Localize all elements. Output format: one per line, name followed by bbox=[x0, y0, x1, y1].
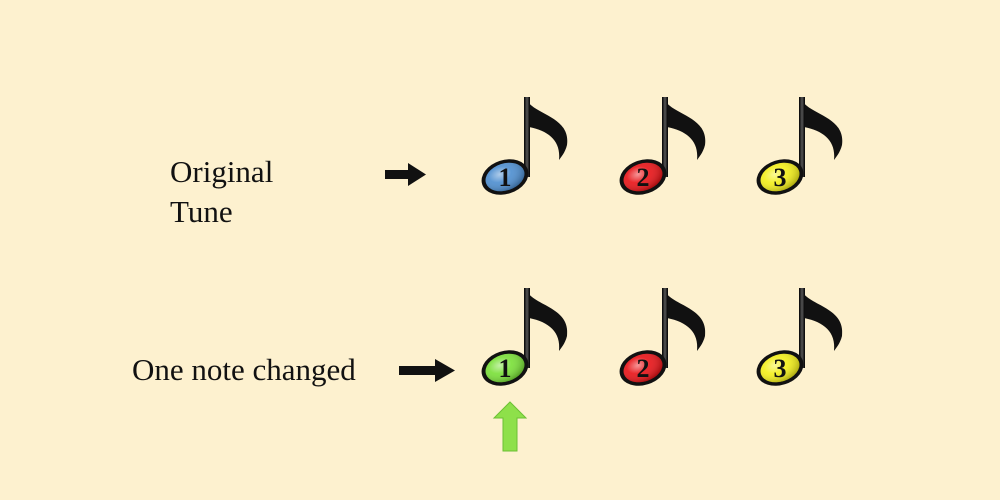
note-stem bbox=[662, 288, 668, 368]
note-changed-1: 1 bbox=[481, 288, 568, 386]
note-flag bbox=[800, 288, 843, 351]
note-flag bbox=[800, 97, 843, 160]
note-stem bbox=[799, 288, 805, 368]
original-tune-label: Original Tune bbox=[170, 152, 273, 232]
note-flag bbox=[525, 97, 568, 160]
note-number: 2 bbox=[637, 354, 650, 383]
up-arrow-icon bbox=[492, 401, 528, 452]
note-flag bbox=[663, 288, 706, 351]
right-arrow-icon bbox=[385, 163, 426, 186]
note-head-shine bbox=[485, 162, 525, 192]
one-note-changed-label-line: One note changed bbox=[132, 352, 356, 387]
note-changed-2: 2 bbox=[619, 288, 706, 386]
note-original-1: 1 bbox=[481, 97, 568, 195]
right-arrow-icon bbox=[399, 359, 455, 382]
notes-layer: 1 2 3 1 2 3 bbox=[481, 97, 843, 386]
note-number: 2 bbox=[637, 163, 650, 192]
note-stem bbox=[524, 288, 530, 368]
note-number: 1 bbox=[499, 354, 512, 383]
note-head-shine bbox=[623, 162, 663, 192]
note-head-shine bbox=[485, 353, 525, 383]
note-original-2: 2 bbox=[619, 97, 706, 195]
note-head-shine bbox=[760, 162, 800, 192]
original-tune-label-line-2: Tune bbox=[170, 194, 233, 229]
note-number: 3 bbox=[774, 354, 787, 383]
note-flag bbox=[525, 288, 568, 351]
note-stem bbox=[662, 97, 668, 177]
one-note-changed-label: One note changed bbox=[132, 350, 356, 390]
note-number: 3 bbox=[774, 163, 787, 192]
note-head-shine bbox=[623, 353, 663, 383]
note-head-shine bbox=[760, 353, 800, 383]
note-number: 1 bbox=[499, 163, 512, 192]
original-tune-label-line-1: Original bbox=[170, 154, 274, 189]
note-stem bbox=[524, 97, 530, 177]
note-flag bbox=[663, 97, 706, 160]
note-stem bbox=[799, 97, 805, 177]
note-changed-3: 3 bbox=[756, 288, 843, 386]
note-original-3: 3 bbox=[756, 97, 843, 195]
